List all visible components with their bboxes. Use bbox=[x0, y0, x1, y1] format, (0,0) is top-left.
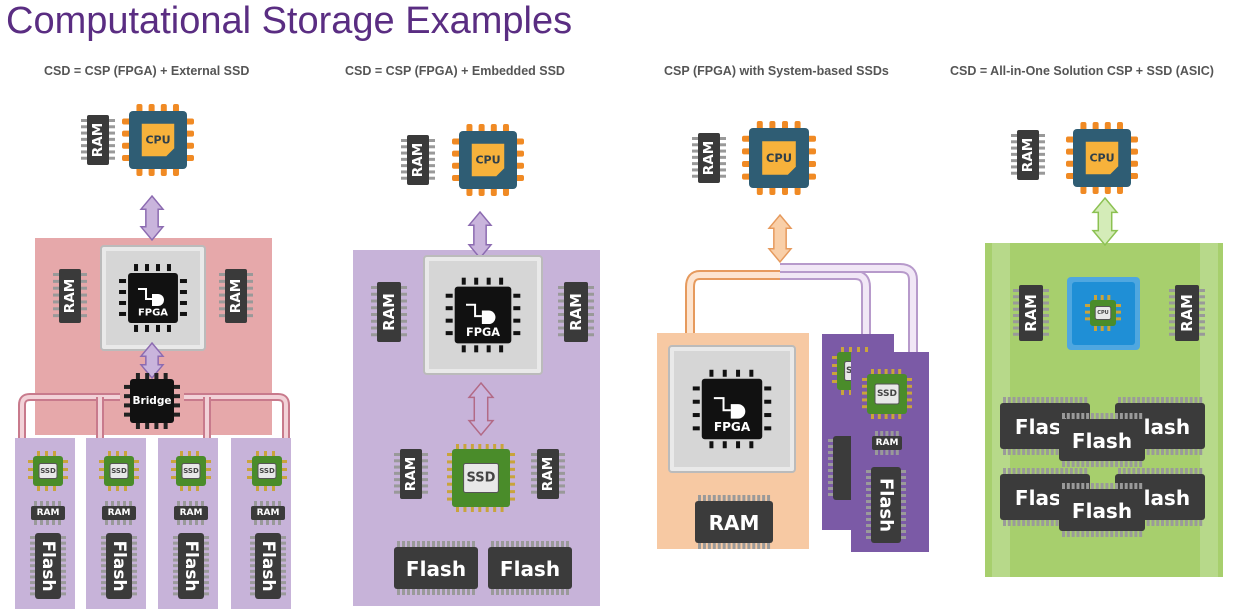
ssd-label: SSD bbox=[183, 467, 199, 475]
ram-label: RAM bbox=[37, 508, 60, 518]
ram-module: RAM bbox=[1169, 285, 1205, 341]
ram-label: RAM bbox=[1022, 294, 1040, 332]
ram-module: RAM bbox=[401, 135, 435, 185]
ram-label: RAM bbox=[540, 457, 556, 492]
flash-label: Flash bbox=[258, 540, 278, 591]
bridge-chip: Bridge bbox=[124, 373, 180, 429]
ram-module: RAM bbox=[394, 449, 428, 499]
flash-label: Flash bbox=[500, 557, 560, 581]
ssd-label: SSD bbox=[467, 471, 496, 486]
flash-chip: Flash bbox=[30, 533, 66, 599]
ssd-controller: SSD bbox=[247, 451, 287, 491]
cpu-icon: CPU bbox=[1066, 122, 1138, 194]
ssd-controller: SSD bbox=[99, 451, 139, 491]
bridge-bus bbox=[18, 393, 290, 448]
ram-module: RAM bbox=[31, 501, 65, 525]
ram-module: RAM bbox=[219, 269, 253, 323]
flash-chip: Flash bbox=[250, 533, 286, 599]
fpga-chip: FPGA bbox=[668, 345, 796, 473]
ram-label: RAM bbox=[380, 293, 398, 331]
cpu-icon: CPU bbox=[452, 124, 524, 196]
column-3-subtitle: CSP (FPGA) with System-based SSDs bbox=[664, 64, 889, 78]
system-bus bbox=[685, 263, 918, 352]
ssd-label: SSD bbox=[877, 389, 897, 399]
ram-label: RAM bbox=[876, 438, 899, 448]
fpga-label: FPGA bbox=[714, 420, 751, 434]
ram-label: RAM bbox=[180, 508, 203, 518]
flash-label: Flash bbox=[181, 540, 201, 591]
asic-chip: CPU bbox=[1067, 277, 1140, 350]
cpu-label: CPU bbox=[475, 154, 500, 167]
flash-label: Flash bbox=[876, 478, 897, 532]
column-4-subtitle: CSD = All-in-One Solution CSP + SSD (ASI… bbox=[950, 64, 1214, 78]
column-1-subtitle: CSD = CSP (FPGA) + External SSD bbox=[44, 64, 250, 78]
ram-module: RAM bbox=[531, 449, 565, 499]
ram-label: RAM bbox=[701, 141, 717, 176]
ram-module: RAM bbox=[1011, 130, 1045, 180]
cpu-label: CPU bbox=[145, 134, 170, 147]
cpu-icon: CPU bbox=[122, 104, 194, 176]
ssd-controller: SSD bbox=[862, 369, 912, 419]
flash-label: Flash bbox=[1072, 429, 1132, 453]
flash-chip: Flash bbox=[1059, 413, 1145, 467]
ram-label: RAM bbox=[709, 511, 760, 535]
ssd-controller: SSD bbox=[28, 451, 68, 491]
page-title: Computational Storage Examples bbox=[6, 0, 573, 42]
flash-chip: Flash bbox=[173, 533, 209, 599]
ram-label: RAM bbox=[1178, 294, 1196, 332]
ssd-controller: SSD bbox=[171, 451, 211, 491]
fpga-chip: FPGA bbox=[423, 255, 543, 375]
ssd-label: SSD bbox=[259, 467, 275, 475]
bidirectional-arrow bbox=[139, 194, 165, 242]
ram-module: RAM bbox=[371, 282, 407, 342]
ram-module: RAM bbox=[174, 501, 208, 525]
bidirectional-arrow bbox=[139, 341, 165, 380]
ssd-controller: SSD bbox=[447, 444, 515, 512]
flash-chip: Flash bbox=[1059, 483, 1145, 537]
flash-chip: Flash bbox=[394, 541, 478, 595]
ram-label: RAM bbox=[403, 457, 419, 492]
ram-label: RAM bbox=[62, 279, 78, 314]
bridge-label: Bridge bbox=[132, 395, 171, 407]
flash-chip: Flash bbox=[866, 467, 906, 543]
flash-chip: Flash bbox=[488, 541, 572, 595]
ram-module: RAM bbox=[1013, 285, 1049, 341]
flash-chip: RAM bbox=[695, 495, 773, 549]
ram-label: RAM bbox=[1020, 138, 1036, 173]
ram-label: RAM bbox=[108, 508, 131, 518]
flash-label: Flash bbox=[1072, 499, 1132, 523]
ssd-controller: CPU bbox=[1085, 295, 1121, 331]
bidirectional-arrow bbox=[1091, 196, 1119, 247]
ram-label: RAM bbox=[90, 123, 106, 158]
ssd-label: SSD bbox=[111, 467, 127, 475]
fpga-label: FPGA bbox=[138, 307, 168, 318]
cpu-icon: CPU bbox=[742, 121, 816, 195]
ram-label: RAM bbox=[257, 508, 280, 518]
ram-label: RAM bbox=[567, 293, 585, 331]
cpu-label: CPU bbox=[1089, 152, 1114, 165]
asic-core-label: CPU bbox=[1097, 310, 1108, 316]
cpu-label: CPU bbox=[766, 151, 792, 165]
ram-label: RAM bbox=[410, 143, 426, 178]
bidirectional-arrow bbox=[467, 381, 495, 437]
flash-label: Flash bbox=[38, 540, 58, 591]
flash-chip: Flash bbox=[101, 533, 137, 599]
ram-module: RAM bbox=[53, 269, 87, 323]
ram-module: RAM bbox=[81, 115, 115, 165]
ssd-label: SSD bbox=[40, 467, 56, 475]
ram-module: RAM bbox=[251, 501, 285, 525]
ram-module: RAM bbox=[872, 431, 902, 455]
bidirectional-arrow bbox=[767, 213, 793, 264]
flash-label: Flash bbox=[406, 557, 466, 581]
ram-label: RAM bbox=[228, 279, 244, 314]
fpga-label: FPGA bbox=[466, 325, 500, 339]
ram-module: RAM bbox=[558, 282, 594, 342]
flash-label: Flash bbox=[109, 540, 129, 591]
ram-module: RAM bbox=[102, 501, 136, 525]
ram-module: RAM bbox=[692, 133, 726, 183]
column-2-subtitle: CSD = CSP (FPGA) + Embedded SSD bbox=[345, 64, 565, 78]
fpga-chip: FPGA bbox=[100, 245, 206, 351]
